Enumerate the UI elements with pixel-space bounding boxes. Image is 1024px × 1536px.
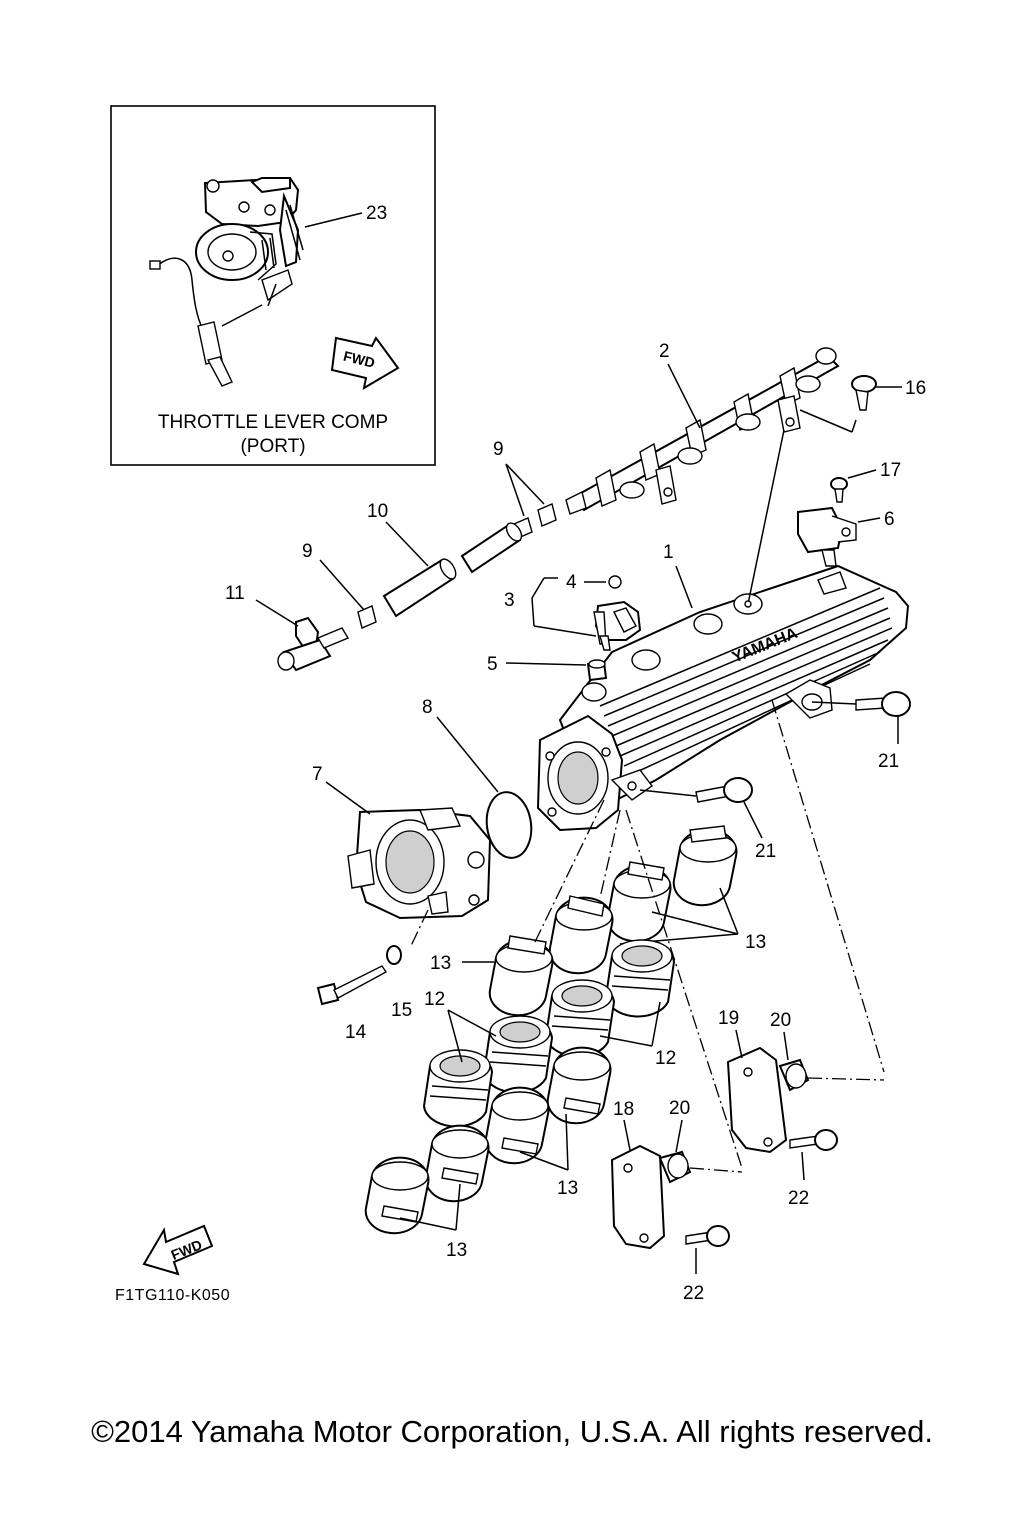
joint-12-1 <box>604 939 676 1018</box>
callout-20-upper: 20 <box>770 1010 791 1031</box>
callout-8: 8 <box>422 697 433 718</box>
throttle-lever-assembly <box>149 176 304 387</box>
o-ring-8 <box>485 791 533 859</box>
callout-22-upper: 22 <box>788 1188 809 1209</box>
sensor-6 <box>797 506 857 567</box>
clamp-13-2 <box>606 861 672 943</box>
clamp-13-6 <box>484 1086 550 1165</box>
callout-22-lower: 22 <box>683 1283 704 1304</box>
callout-13-bottom: 13 <box>446 1240 467 1261</box>
fuel-rail <box>565 347 840 515</box>
callout-14: 14 <box>345 1022 367 1043</box>
callout-13-left: 13 <box>430 953 451 974</box>
callout-15: 15 <box>391 1000 412 1021</box>
hose-10 <box>382 558 457 618</box>
callout-23: 23 <box>366 203 387 224</box>
callout-13-lower-right: 13 <box>557 1178 578 1199</box>
callout-10: 10 <box>367 501 388 522</box>
inset-title-line2: (PORT) <box>240 436 305 457</box>
fwd-arrow-inset: FWD <box>330 336 400 390</box>
clamp-13-8 <box>364 1156 430 1235</box>
bolt-17 <box>830 477 848 503</box>
bolt-22-upper <box>789 1129 838 1151</box>
clamp-13-4 <box>488 935 554 1017</box>
inset-title-line1: THROTTLE LEVER COMP <box>158 412 388 433</box>
grommet-20-upper <box>778 1058 810 1092</box>
clamp-13-1 <box>672 825 738 907</box>
callout-9-lower: 9 <box>302 541 313 562</box>
svg-text:FWD: FWD <box>342 348 377 371</box>
callout-5: 5 <box>487 654 498 675</box>
joint-12-3 <box>482 1015 554 1094</box>
callout-9-upper: 9 <box>493 439 504 460</box>
throttle-lever-inset: FWD THROTTLE LEVER COMP (PORT) 23 <box>110 105 436 466</box>
callout-21-lower: 21 <box>755 841 776 862</box>
hose-10-upper <box>460 522 523 574</box>
callout-16: 16 <box>905 378 926 399</box>
callout-3: 3 <box>504 590 515 611</box>
injector-3 <box>593 600 642 651</box>
cover-19 <box>726 1046 788 1154</box>
fitting-11 <box>277 616 350 672</box>
clamp-13-5 <box>546 1046 612 1125</box>
callout-17: 17 <box>880 460 901 481</box>
callout-2: 2 <box>659 341 670 362</box>
callout-12-right: 12 <box>655 1048 676 1069</box>
clamp-13-7 <box>424 1124 490 1203</box>
callout-18: 18 <box>613 1099 634 1120</box>
callout-19: 19 <box>718 1008 739 1029</box>
callout-12-left: 12 <box>424 989 445 1010</box>
bolt-21-lower <box>695 777 753 803</box>
joint-12-2 <box>544 979 616 1058</box>
callout-21-upper: 21 <box>878 751 899 772</box>
washer-15 <box>386 945 402 965</box>
figure-code: F1TG110-K050 <box>115 1287 230 1304</box>
bolt-14 <box>316 965 388 1006</box>
clamp-9-b <box>357 605 377 629</box>
o-ring-4 <box>608 575 622 589</box>
callout-4: 4 <box>566 572 577 593</box>
clamp-13-3 <box>548 895 614 975</box>
bolt-21-upper <box>855 691 911 717</box>
bolt-16 <box>851 375 877 411</box>
copyright-notice: ©2014 Yamaha Motor Corporation, U.S.A. A… <box>91 1414 933 1449</box>
joint-12-4 <box>422 1049 494 1128</box>
callout-11: 11 <box>225 583 245 604</box>
seal-5 <box>586 659 608 682</box>
throttle-body-7 <box>347 807 492 920</box>
callout-20-lower: 20 <box>669 1098 690 1119</box>
callout-13-right: 13 <box>745 932 766 953</box>
bolt-22-lower <box>685 1225 730 1247</box>
callout-1: 1 <box>663 542 674 563</box>
callout-6: 6 <box>884 509 895 530</box>
callout-7: 7 <box>312 764 323 785</box>
fwd-arrow: FWD <box>142 1224 214 1276</box>
cover-18 <box>610 1144 666 1250</box>
grommet-20-lower <box>658 1150 692 1184</box>
